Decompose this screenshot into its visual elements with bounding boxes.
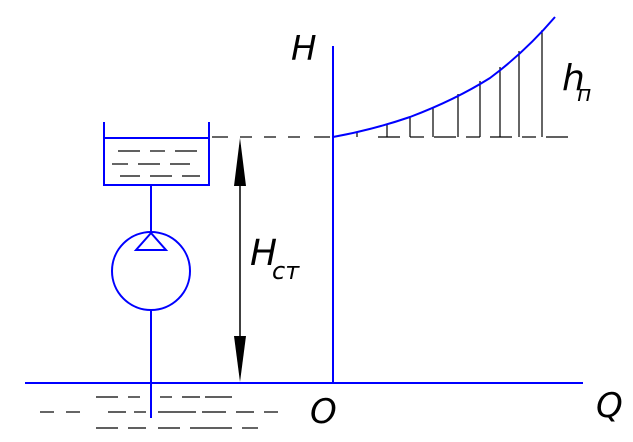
static-head-arrow-up: [234, 138, 246, 186]
static-head-subscript: ст: [272, 257, 300, 285]
losses-hatching: [356, 30, 543, 137]
static-head-label: H: [250, 233, 277, 274]
pump-triangle: [133, 231, 169, 251]
upper-tank: [103, 122, 210, 186]
tank-water-dashes: [112, 150, 200, 177]
q-axis-label: Q: [596, 386, 623, 426]
losses-subscript: п: [577, 82, 591, 107]
pipeline-characteristic-curve: [332, 16, 556, 138]
static-head-arrow-down: [234, 336, 246, 382]
lower-reservoir-dashes: [40, 396, 278, 429]
origin-label: O: [310, 392, 337, 432]
pump-symbol: [111, 231, 191, 311]
losses-label: h: [562, 58, 585, 99]
h-axis-label: H: [291, 29, 317, 69]
